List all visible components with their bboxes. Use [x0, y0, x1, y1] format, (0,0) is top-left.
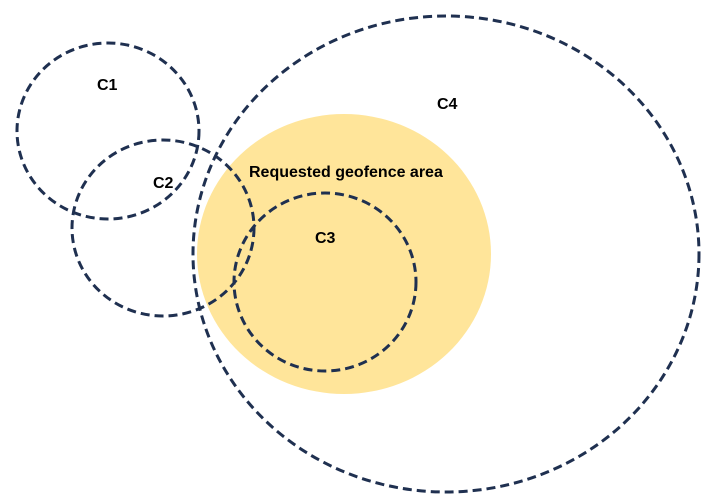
- cell-c3-label: C3: [315, 230, 336, 247]
- cell-c1-circle: [15, 41, 201, 221]
- cell-c1-label: C1: [97, 77, 118, 94]
- cell-c4-circle: [191, 14, 701, 494]
- geofence-area-label: Requested geofence area: [249, 164, 443, 181]
- cell-c3-circle: [232, 191, 418, 373]
- cell-c2-label: C2: [153, 175, 174, 192]
- cell-c4-label: C4: [437, 96, 458, 113]
- geofence-area: [197, 114, 491, 394]
